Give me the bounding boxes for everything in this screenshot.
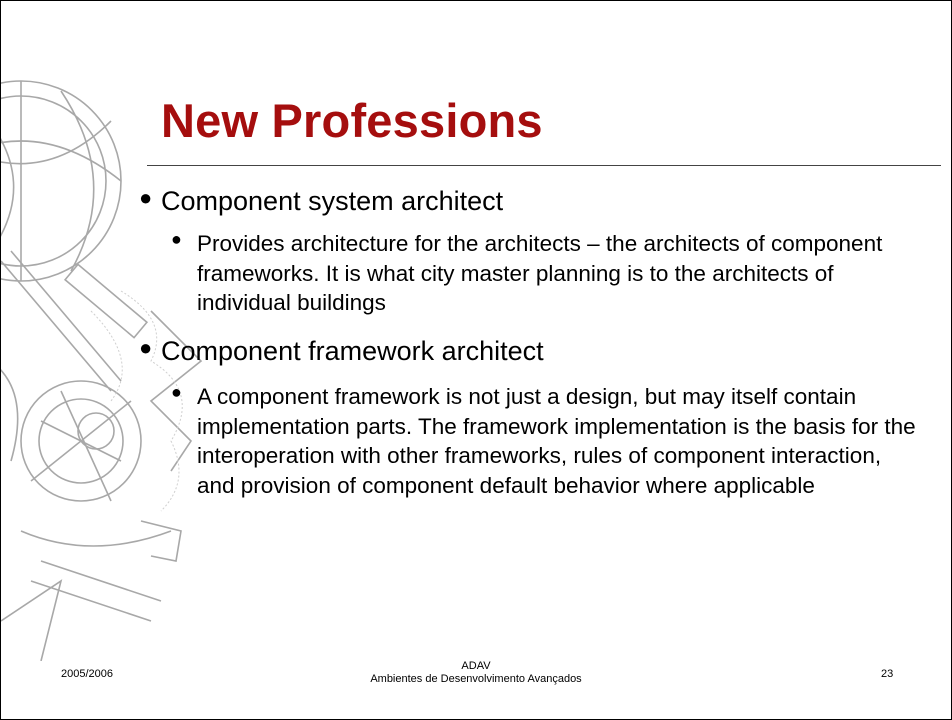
sub-bullet-text: A component framework is not just a desi… (197, 384, 916, 498)
slide-title: New Professions (161, 94, 543, 147)
footer-page-number: 23 (881, 668, 894, 680)
sub-bullet-text: Provides architecture for the architects… (197, 231, 883, 315)
bullet-dot-icon: ● (139, 335, 153, 360)
armillary-sphere-icon (1, 80, 203, 661)
footer-course-code: ADAV (461, 660, 491, 672)
title-divider (147, 165, 941, 166)
bullet-dot-icon: ● (171, 382, 182, 402)
bullet-text: Component system architect (161, 186, 504, 216)
footer-date: 2005/2006 (61, 668, 113, 680)
bullet-dot-icon: ● (139, 185, 153, 210)
footer-course: ADAV Ambientes de Desenvolvimento Avança… (301, 660, 651, 686)
footer-course-name: Ambientes de Desenvolvimento Avançados (370, 673, 582, 685)
bullet-dot-icon: ● (171, 229, 182, 249)
bullet-text: Component framework architect (161, 336, 544, 366)
